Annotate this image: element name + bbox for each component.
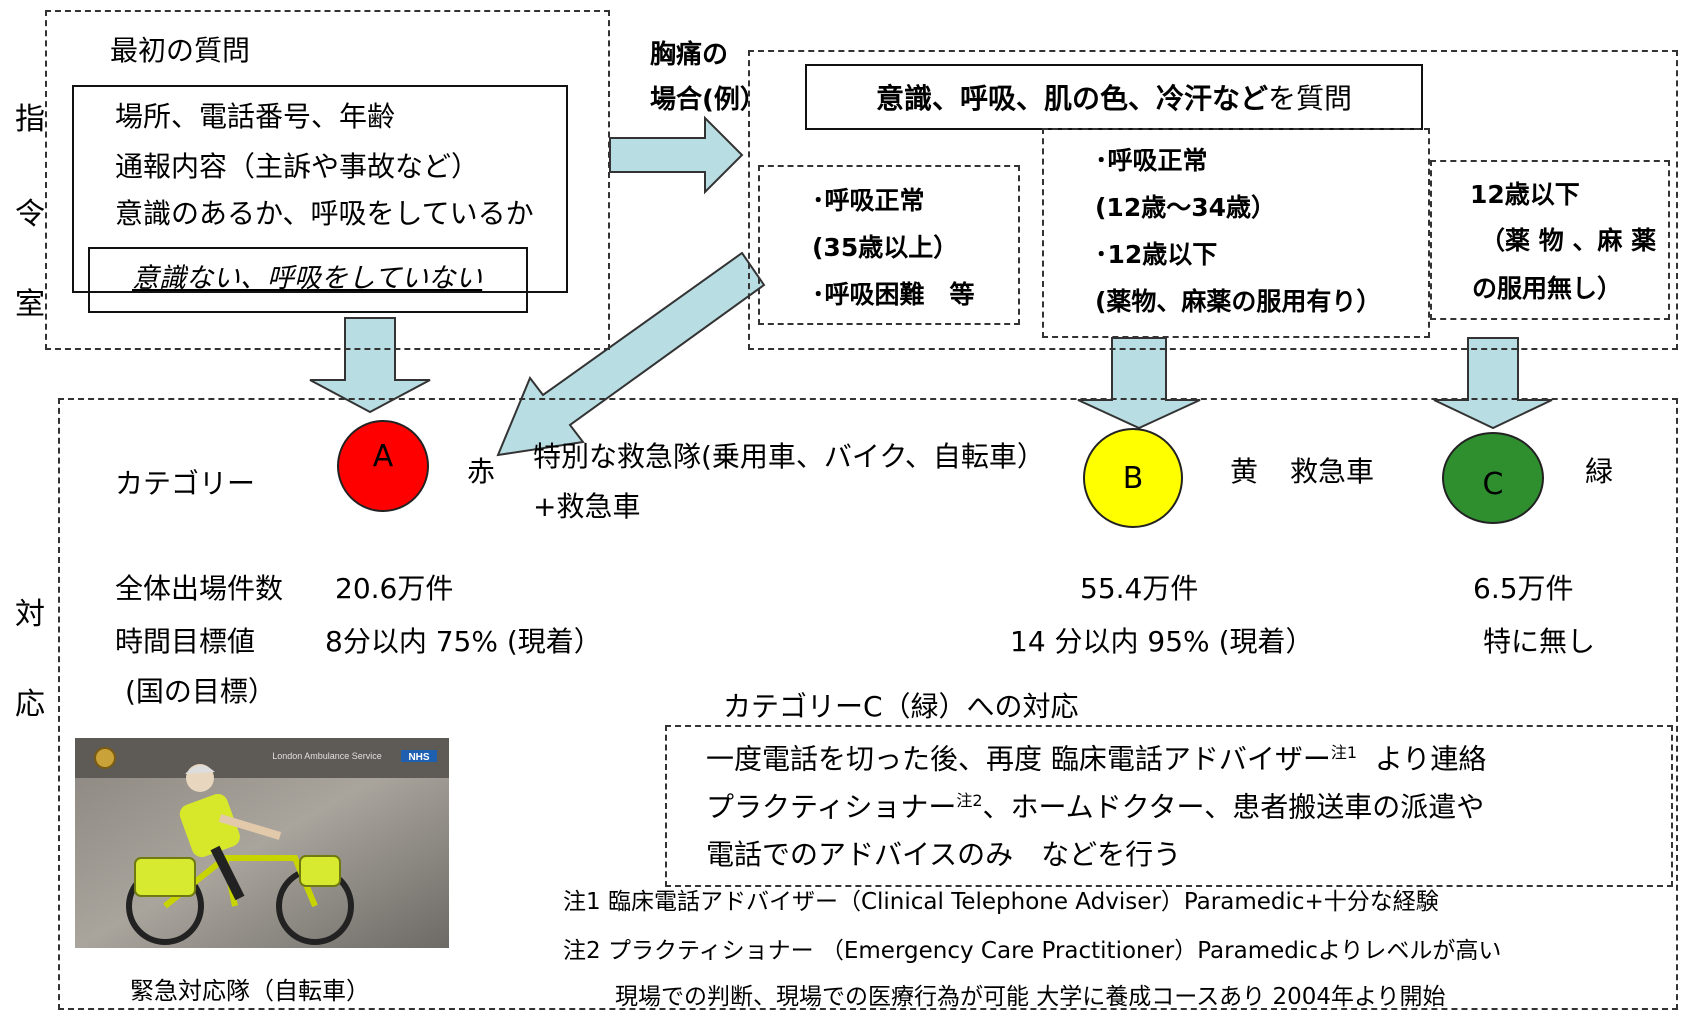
- question-line: 場所、電話番号、年齢: [115, 100, 396, 133]
- first-questions-box: [45, 10, 610, 350]
- front-bag: [299, 855, 341, 887]
- criteria-a-line: ･呼吸困難 等: [812, 280, 975, 309]
- vertical-char: 令: [15, 197, 45, 232]
- criteria-b-line: (薬物、麻薬の服用有り）: [1095, 287, 1382, 316]
- category-a-circle: A: [337, 420, 429, 512]
- category-label: カテゴリー: [115, 467, 256, 500]
- response-box: [58, 398, 1678, 1010]
- category-a-letter: A: [372, 438, 394, 474]
- arrow-right-to-chest-pain: [609, 115, 744, 195]
- line1-text: 一度電話を切った後、再度 臨床電話アドバイザー: [706, 742, 1331, 776]
- category-b-circle: B: [1083, 428, 1183, 528]
- first-questions-content-box: [72, 85, 568, 293]
- category-b-color-name: 黄: [1230, 455, 1259, 488]
- crest-icon: [94, 747, 116, 769]
- criteria-b-line: (12歳～34歳）: [1095, 193, 1277, 222]
- chest-pain-box: [748, 50, 1678, 350]
- arrow-down-to-category-a: [309, 317, 431, 414]
- category-a-desc-line1: 特別な救急隊(乗用車、バイク、自転車）: [533, 440, 1045, 473]
- criteria-c-line: の服用無し）: [1472, 274, 1623, 303]
- time-c: 特に無し: [1483, 625, 1596, 658]
- category-c-response-box: [665, 725, 1673, 887]
- total-c: 6.5万件: [1473, 572, 1574, 605]
- chest-pain-question-box: 意識、呼吸、肌の色、冷汗などを質問: [805, 64, 1423, 130]
- vertical-char: 指: [15, 102, 45, 137]
- category-c-circle: C: [1442, 432, 1544, 524]
- question-line: 通報内容（主訴や事故など）: [115, 150, 480, 183]
- line2-tail: 、ホームドクター、患者搬送車の派遣や: [982, 790, 1485, 824]
- first-questions-heading: 最初の質問: [110, 34, 251, 67]
- criteria-a-line: (35歳以上）: [812, 233, 959, 262]
- rider-helmet: [185, 765, 215, 774]
- unconscious-text: 意識ない、呼吸をしていない: [132, 263, 483, 294]
- total-a: 20.6万件: [335, 572, 454, 605]
- criteria-b-line: ･呼吸正常: [1095, 146, 1208, 175]
- note-3: 現場での判断、現場での医療行為が可能 大学に養成コースあり 2004年より開始: [615, 984, 1446, 1010]
- criteria-b-line: ･12歳以下: [1095, 240, 1218, 269]
- time-note: (国の目標）: [125, 675, 276, 708]
- criteria-c-line: （薬 物 、麻 薬: [1480, 226, 1657, 255]
- category-c-response-line1: 一度電話を切った後、再度 臨床電話アドバイザー注1 より連絡: [706, 745, 1486, 773]
- criteria-box-b: [1042, 128, 1430, 338]
- photo-wall: [75, 738, 449, 778]
- category-c-response-heading: カテゴリーC（緑）への対応: [723, 690, 1079, 723]
- cyclist-illustration: NHS London Ambulance Service: [75, 738, 449, 948]
- rider-leg: [210, 845, 245, 901]
- category-b-letter: B: [1122, 460, 1144, 496]
- chest-pain-question-tail: を質問: [1268, 82, 1353, 115]
- arrow-diagonal-to-category-a: [496, 251, 766, 457]
- org-text: London Ambulance Service: [272, 751, 382, 761]
- category-b-desc: 救急車: [1290, 455, 1375, 488]
- total-b: 55.4万件: [1080, 572, 1199, 605]
- vertical-char: 室: [15, 287, 45, 322]
- category-a-desc-line2: +救急車: [533, 490, 641, 523]
- category-c-response-line3: 電話でのアドバイスのみ などを行う: [706, 838, 1182, 871]
- total-label: 全体出場件数: [115, 572, 284, 605]
- note-1: 注1 臨床電話アドバイザー（Clinical Telephone Adviser…: [563, 889, 1439, 915]
- criteria-c-line: 12歳以下: [1470, 180, 1580, 209]
- vertical-char: 対: [15, 597, 45, 632]
- category-c-letter: C: [1482, 466, 1504, 502]
- category-c-response-line2: プラクティショナー注2、ホームドクター、患者搬送車の派遣や: [706, 793, 1484, 821]
- question-line: 意識のあるか、呼吸をしているか: [115, 197, 534, 230]
- time-label: 時間目標値: [115, 625, 256, 658]
- line2-text: プラクティショナー: [706, 790, 957, 824]
- nhs-logo: [401, 750, 437, 762]
- vertical-char: 応: [15, 687, 45, 722]
- unconscious-box: [88, 247, 528, 313]
- cyclist-photo: NHS London Ambulance Service: [75, 738, 449, 948]
- line1-tail: より連絡: [1374, 742, 1487, 776]
- category-a-color-name: 赤: [467, 455, 496, 488]
- chest-pain-label-line1: 胸痛の: [650, 40, 729, 70]
- note-2: 注2 プラクティショナー （Emergency Care Practitione…: [563, 938, 1502, 964]
- criteria-a-line: ･呼吸正常: [812, 186, 925, 215]
- rider-arm: [218, 814, 282, 840]
- nhs-text: NHS: [408, 752, 429, 763]
- criteria-box-c: [1430, 160, 1670, 320]
- chest-pain-label-line2: 場合(例）: [650, 85, 766, 115]
- time-a: 8分以内 75% (現着）: [325, 625, 602, 658]
- footnote-ref-1: 注1: [1330, 743, 1358, 762]
- rider-torso: [179, 793, 240, 858]
- time-b: 14 分以内 95% (現着）: [1010, 625, 1314, 658]
- chest-pain-question-bold: 意識、呼吸、肌の色、冷汗など: [875, 82, 1268, 115]
- criteria-box-a: [758, 165, 1020, 325]
- footnote-ref-2: 注2: [956, 791, 983, 810]
- photo-caption: 緊急対応隊（自転車）: [130, 977, 370, 1005]
- pannier-bag: [134, 857, 196, 897]
- category-c-color-name: 緑: [1585, 455, 1614, 488]
